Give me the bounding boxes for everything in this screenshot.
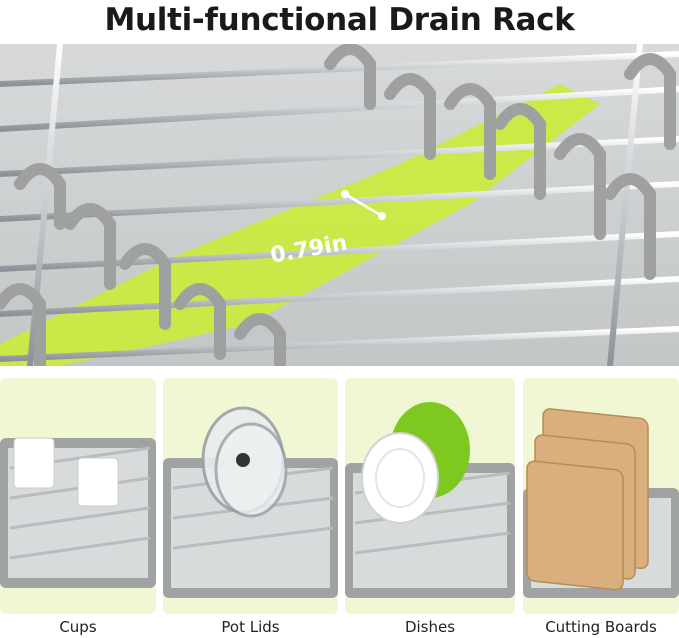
drain-channel (0, 84, 600, 366)
label-pot-lids: Pot Lids (221, 618, 280, 636)
rack-closeup-image: 0.79in (0, 44, 679, 366)
panel-cups (0, 378, 156, 614)
usage-panels (0, 378, 679, 614)
white-plate-icon (361, 432, 439, 524)
cup-icon (77, 457, 119, 507)
panel-cutting-boards (523, 378, 679, 614)
cup-icon (13, 437, 55, 489)
label-cutting-boards: Cutting Boards (545, 618, 657, 636)
label-cups: Cups (59, 618, 97, 636)
panel-dishes (345, 378, 515, 614)
measurement-marker (341, 190, 386, 220)
label-dishes: Dishes (404, 618, 456, 636)
panel-pot-lids (163, 378, 338, 614)
page-title: Multi-functional Drain Rack (104, 2, 575, 38)
